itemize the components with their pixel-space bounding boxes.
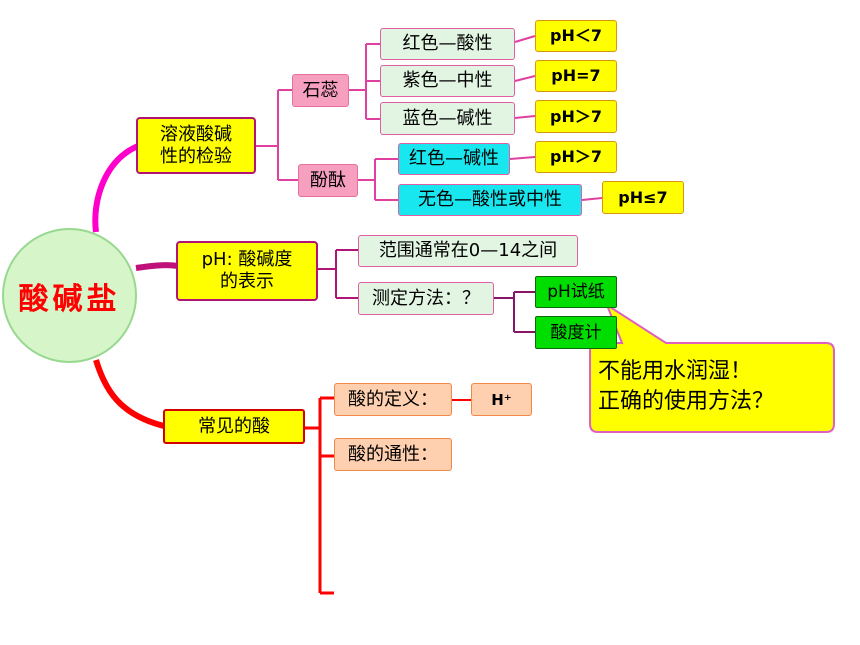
acid-definition-value: H⁺ [471,383,532,416]
link-ph-4 [509,156,536,160]
ph-method-node: 测定方法：？ [358,282,494,315]
link-ph-3 [514,115,536,119]
ph-le-7-phenol: pH≤7 [602,181,684,214]
bracket-method [494,291,535,333]
callout-line-1: 不能用水润湿！ [598,359,753,384]
branch-ph-degree: pH: 酸碱度 的表示 [176,241,318,301]
litmus-blue-basic: 蓝色—碱性 [380,102,515,135]
link-root-branch3 [93,359,165,429]
ph-gt-7-phenol: pH＞7 [535,141,617,173]
bracket-branch2 [318,249,358,299]
bracket-fenzhi [358,158,398,201]
bracket-shirui [349,43,380,120]
link-ph-1 [514,35,536,43]
acid-definition-node: 酸的定义： [334,383,452,416]
acid-common-properties-node: 酸的通性： [334,438,452,471]
link-root-branch2 [135,262,179,271]
node-litmus: 石蕊 [292,74,349,107]
acidity-meter-node: 酸度计 [535,316,617,349]
ph-lt-7-litmus: pH＜7 [535,20,617,52]
node-phenolphthalein: 酚酞 [298,164,358,197]
ph-paper-node: pH试纸 [535,276,617,308]
link-ph-2 [514,75,536,82]
litmus-purple-neutral: 紫色—中性 [380,65,515,97]
bracket-branch1 [254,89,298,181]
link-root-branch1 [92,143,140,233]
callout-text: 不能用水润湿！ 正确的使用方法？ [598,348,830,426]
phenol-red-basic: 红色—碱性 [398,143,510,175]
ph-range-node: 范围通常在0—14之间 [358,235,578,267]
callout-line-2: 正确的使用方法？ [598,389,775,414]
ph-eq-7-litmus: pH=7 [535,60,617,92]
phenol-colorless-acidic-neutral: 无色—酸性或中性 [398,184,582,216]
litmus-red-acidic: 红色—酸性 [380,28,515,60]
root-node: 酸碱盐 [2,228,137,363]
branch-common-acids: 常见的酸 [163,409,305,444]
ph-gt-7-litmus: pH＞7 [535,100,617,133]
branch-solution-test: 溶液酸碱 性的检验 [136,117,256,174]
link-ph-5 [581,197,603,201]
bracket-branch3 [305,396,334,595]
